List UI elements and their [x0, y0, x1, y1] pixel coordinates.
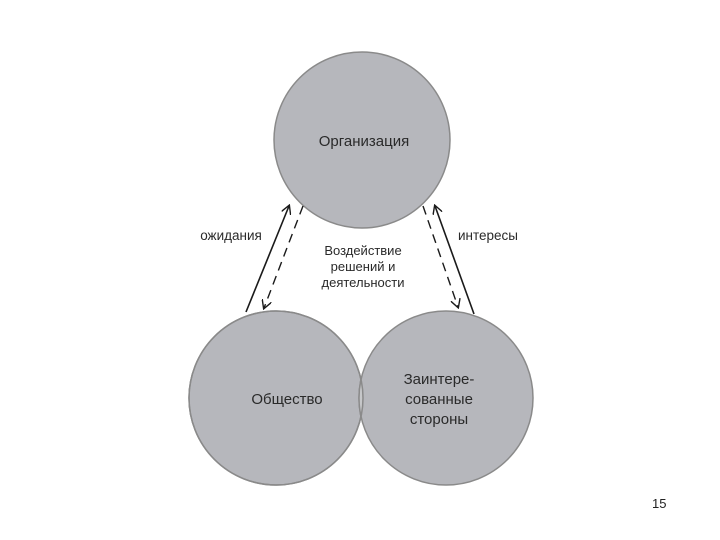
- impact-arrow-right: [422, 205, 458, 307]
- impact-label-line-3: деятельности: [322, 275, 405, 290]
- society-circle-outline: [188, 310, 364, 486]
- society-label: Общество: [251, 391, 322, 408]
- stakeholders-label-line-1: Заинтере-: [404, 371, 475, 388]
- expectations-arrow: [245, 206, 289, 313]
- impact-label-line-2: решений и: [331, 259, 396, 274]
- interests-label: интересы: [458, 228, 518, 243]
- expectations-label: ожидания: [200, 228, 262, 243]
- overlap-lens: [358, 311, 363, 485]
- stakeholders-label-line-3: стороны: [410, 411, 468, 428]
- interests-arrow: [435, 206, 475, 315]
- impact-label-line-1: Воздействие: [324, 243, 401, 258]
- organization-label: Организация: [319, 133, 409, 150]
- page-number: 15: [652, 496, 667, 511]
- stakeholders-label-line-2: сованные: [405, 391, 473, 408]
- impact-arrow-left: [264, 205, 304, 308]
- organization-circle: [273, 51, 451, 229]
